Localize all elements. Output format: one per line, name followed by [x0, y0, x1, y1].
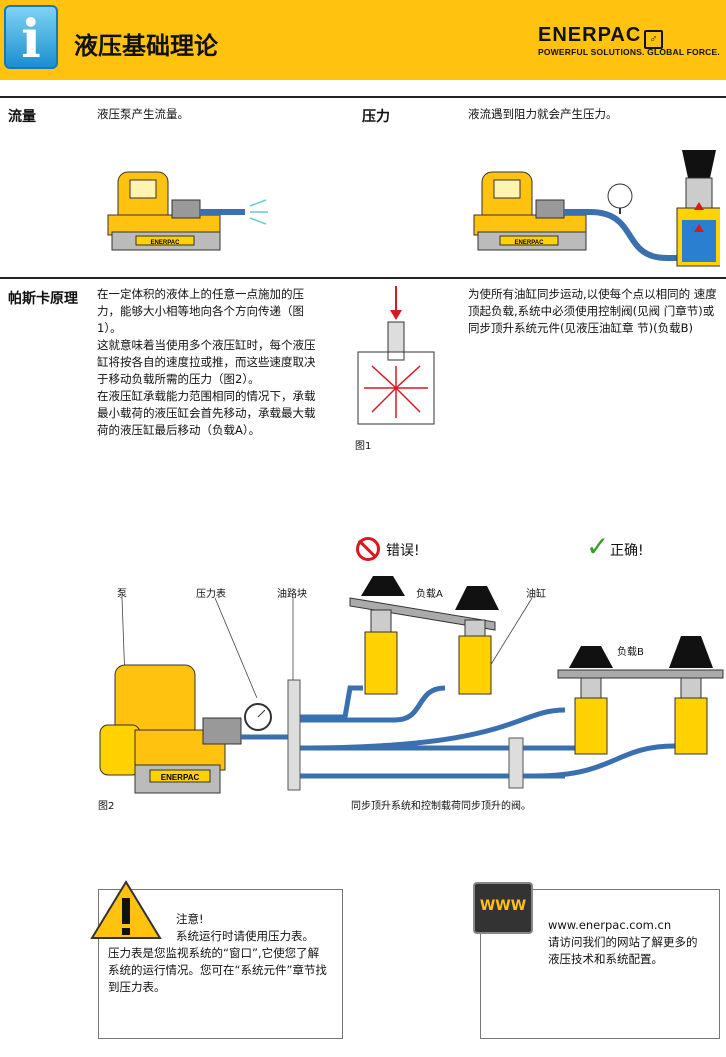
label-load-b: 负载B	[617, 647, 644, 658]
label-manifold: 油路块	[277, 589, 307, 600]
website-link[interactable]: www.enerpac.com.cn	[548, 918, 672, 932]
pascal-figure	[357, 286, 435, 425]
fig1-label: 图1	[355, 441, 372, 452]
label-gauge: 压力表	[196, 589, 226, 600]
warning-icon	[90, 880, 162, 939]
pressure-heading: 压力	[362, 109, 390, 125]
label-load-a: 负载A	[416, 589, 443, 600]
brand-tagline: POWERFUL SOLUTIONS. GLOBAL FORCE.	[538, 47, 720, 57]
check-icon: ✓	[586, 530, 610, 563]
header-bar	[0, 0, 726, 80]
pump-pressure-illustration: ENERPAC	[473, 150, 720, 267]
notice-title: 注意!	[176, 912, 204, 926]
divider	[0, 277, 726, 279]
pressure-text: 液流遇到阻力就会产生压力。	[468, 107, 618, 121]
pump-illustration-flow: ENERPAC	[107, 171, 268, 251]
page-title: 液压基础理论	[74, 32, 218, 60]
label-cylinder: 油缸	[526, 589, 546, 600]
pascal-heading: 帕斯卡原理	[8, 291, 78, 307]
pump-brand: ENERPAC	[161, 773, 200, 782]
notice-text: 系统运行时请使用压力表。 压力表是您监视系统的“窗口”,它使您了解系统的运行情况…	[108, 929, 327, 994]
wrong-label: 错误!	[386, 543, 420, 559]
pascal-right-text: 为使所有油缸同步运动,以使每个点以相同的 速度顶起负载,系统中必须使用控制阀(见…	[468, 287, 717, 335]
brand-logo: ENERPAC♂	[538, 24, 664, 49]
pascal-text: 在一定体积的液体上的任意一点施加的压力，能够大小相等地向各个方向传递（图1）。 …	[97, 287, 316, 437]
brand-mark-icon: ♂	[644, 30, 664, 49]
svg-text:ENERPAC: ENERPAC	[151, 240, 181, 246]
flow-text: 液压泵产生流量。	[97, 107, 189, 121]
no-entry-icon	[356, 537, 380, 561]
right-label: 正确!	[610, 543, 644, 559]
fig2-label: 图2	[98, 801, 115, 812]
notice-box	[98, 889, 343, 1039]
hydraulic-system-diagram: ENERPAC	[99, 576, 724, 794]
diagram-caption: 同步顶升系统和控制载荷同步顶升的阀。	[351, 801, 531, 812]
info-icon: i	[4, 5, 58, 70]
svg-text:ENERPAC: ENERPAC	[515, 240, 545, 246]
www-icon: WWW	[473, 882, 533, 934]
web-text: 请访问我们的网站了解更多的液压技术和系统配置。	[548, 935, 698, 966]
label-pump: 泵	[117, 589, 127, 600]
flow-heading: 流量	[8, 109, 36, 125]
divider	[0, 96, 726, 98]
